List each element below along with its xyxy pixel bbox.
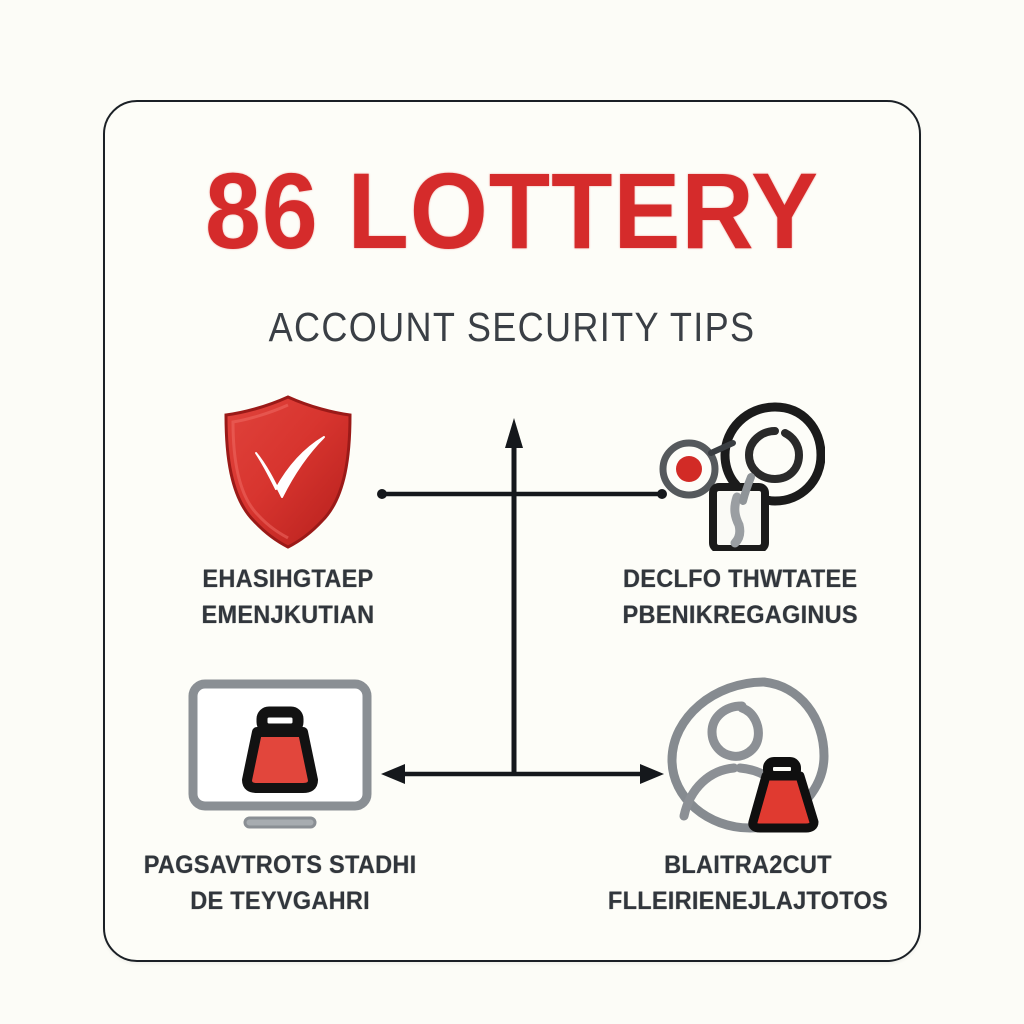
avatar-shoulder-left xyxy=(679,763,739,820)
small-ring-outline xyxy=(659,439,719,498)
lock-body xyxy=(242,726,318,793)
avatar-head xyxy=(707,701,763,761)
caption-bottom-left-line2: DE TEYVGAHRI xyxy=(190,887,370,916)
check-mark-icon xyxy=(255,435,325,498)
red-dot-icon xyxy=(676,455,702,482)
caption-bottom-left-line1: PAGSAVTROTS STADHI xyxy=(143,851,417,879)
ring-connector-line xyxy=(708,439,736,456)
caption-top-right: DECLFO THWTATEE PBENIKREGAGINUS xyxy=(622,561,857,634)
caption-bottom-right-line1: BLAITRA2CUT xyxy=(664,851,832,879)
quadrant-bottom-left[interactable]: PAGSAVTROTS STADHI DE TEYVGAHRI xyxy=(115,674,445,920)
quadrant-top-right[interactable]: DECLFO THWTATEE PBENIKREGAGINUS xyxy=(575,388,905,634)
quadrant-top-left[interactable]: EHASIHGTAEP EMENJKUTIAN xyxy=(123,388,453,634)
lock-badge-body xyxy=(748,771,819,832)
caption-bottom-left: PAGSAVTROTS STADHI DE TEYVGAHRI xyxy=(144,847,417,920)
caption-bottom-right: BLAITRA2CUT FLLEIRIENEJLAJTOTOS xyxy=(608,847,888,920)
quadrant-grid: EHASIHGTAEP EMENJKUTIAN xyxy=(105,382,923,952)
page-title: 86 LOTTERY xyxy=(205,150,819,271)
caption-top-left: EHASIHGTAEP EMENJKUTIAN xyxy=(202,561,375,634)
key-ring-inner xyxy=(744,426,804,483)
key-tag-icon xyxy=(659,402,825,551)
caption-top-left-line2: EMENJKUTIAN xyxy=(201,601,375,630)
user-lock-icon-box xyxy=(654,674,842,839)
caption-top-right-line1: DECLFO THWTATEE xyxy=(622,565,858,593)
page-subtitle: ACCOUNT SECURITY TIPS xyxy=(268,304,756,350)
key-tag-icon-box xyxy=(655,388,825,553)
caption-top-left-line1: EHASIHGTAEP xyxy=(202,565,374,593)
shield-check-icon xyxy=(224,394,352,549)
monitor-stand xyxy=(243,816,317,828)
monitor-lock-icon xyxy=(188,679,372,828)
monitor-lock-icon-box xyxy=(185,674,375,839)
caption-bottom-right-line2: FLLEIRIENEJLAJTOTOS xyxy=(607,887,889,916)
quadrant-bottom-right[interactable]: BLAITRA2CUT FLLEIRIENEJLAJTOTOS xyxy=(583,674,913,920)
shield-check-icon-box xyxy=(212,388,364,553)
key-stem-shadow xyxy=(739,472,755,505)
info-card: 86 LOTTERY ACCOUNT SECURITY TIPS xyxy=(103,100,921,962)
tag-card-mark xyxy=(730,492,745,547)
caption-top-right-line2: PBENIKREGAGINUS xyxy=(622,601,858,630)
shield-highlight xyxy=(231,403,289,539)
avatar-circle-outline-right xyxy=(759,677,829,802)
user-lock-icon xyxy=(667,677,829,833)
